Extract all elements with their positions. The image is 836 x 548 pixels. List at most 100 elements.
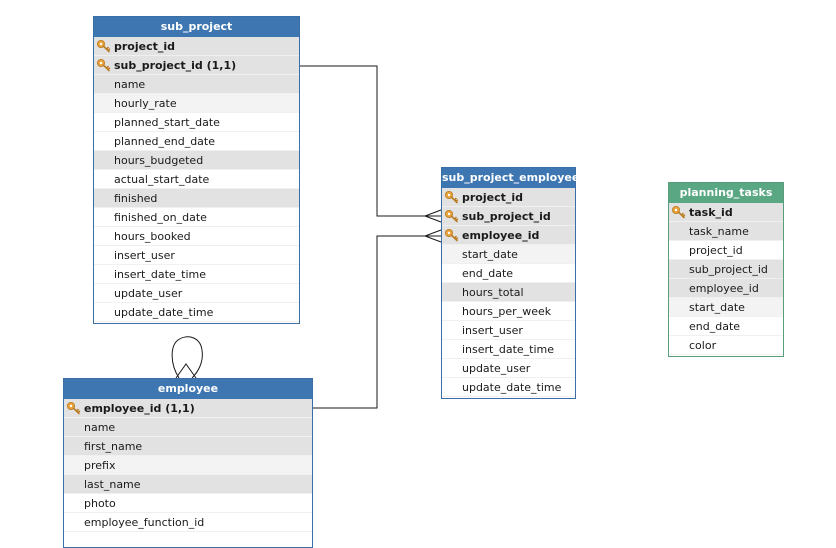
field-row[interactable]: sub_project_id (1,1)	[94, 56, 299, 75]
field-row[interactable]: last_name	[64, 475, 312, 494]
field-label: project_id	[689, 244, 743, 257]
field-label: prefix	[84, 459, 116, 472]
crows-foot-employee	[423, 229, 442, 243]
field-row[interactable]: update_date_time	[442, 378, 575, 397]
entity-planning-tasks[interactable]: planning_tasks task_id task_name project_i…	[668, 182, 784, 357]
field-row[interactable]: update_user	[442, 359, 575, 378]
field-row[interactable]: project_id	[669, 241, 783, 260]
field-label: name	[114, 78, 146, 91]
field-label: hours_per_week	[462, 305, 552, 318]
field-row[interactable]: name	[94, 75, 299, 94]
entity-header-planning-tasks[interactable]: planning_tasks	[669, 183, 783, 203]
field-row[interactable]: hours_budgeted	[94, 151, 299, 170]
field-row[interactable]: finished	[94, 189, 299, 208]
field-row[interactable]: hours_booked	[94, 227, 299, 246]
field-label: sub_project_id	[689, 263, 768, 276]
field-label: photo	[84, 497, 116, 510]
field-row[interactable]: task_name	[669, 222, 783, 241]
field-row[interactable]: end_date	[442, 264, 575, 283]
field-label: project_id	[462, 191, 524, 204]
field-row[interactable]: name	[64, 418, 312, 437]
entity-header-sub-project-employee[interactable]: sub_project_employee	[442, 168, 579, 188]
self-relationship-loop	[171, 336, 203, 379]
field-label: hours_booked	[114, 230, 191, 243]
field-label: hours_budgeted	[114, 154, 204, 167]
field-row[interactable]: insert_date_time	[442, 340, 575, 359]
field-label: first_name	[84, 440, 143, 453]
field-label: planned_start_date	[114, 116, 220, 129]
field-row[interactable]: insert_user	[94, 246, 299, 265]
field-row[interactable]: color	[669, 336, 783, 355]
field-row[interactable]: update_date_time	[94, 303, 299, 322]
entity-header-sub-project[interactable]: sub_project	[94, 17, 299, 37]
field-row[interactable]: planned_end_date	[94, 132, 299, 151]
field-label: project_id	[114, 40, 176, 53]
field-row[interactable]: project_id	[94, 37, 299, 56]
field-label: sub_project_id	[462, 210, 551, 223]
field-row[interactable]: start_date	[669, 298, 783, 317]
field-label: employee_id (1,1)	[84, 402, 195, 415]
field-row[interactable]: end_date	[669, 317, 783, 336]
relationship-line-employee	[313, 235, 441, 409]
field-label: task_id	[689, 206, 733, 219]
field-label: task_name	[689, 225, 749, 238]
key-icon	[96, 58, 112, 72]
key-icon	[444, 209, 460, 223]
field-label: insert_date_time	[114, 268, 207, 281]
field-label: insert_user	[114, 249, 175, 262]
field-label: update_date_time	[462, 381, 562, 394]
field-label: finished_on_date	[114, 211, 207, 224]
field-row[interactable]: insert_date_time	[94, 265, 299, 284]
field-row[interactable]: insert_user	[442, 321, 575, 340]
field-row[interactable]: hours_per_week	[442, 302, 575, 321]
field-row[interactable]: employee_id	[442, 226, 575, 245]
field-label: end_date	[462, 267, 514, 280]
field-row[interactable]: hourly_rate	[94, 94, 299, 113]
field-row[interactable]: employee_id (1,1)	[64, 399, 312, 418]
entity-header-employee[interactable]: employee	[64, 379, 312, 399]
field-label: employee_function_id	[84, 516, 205, 529]
crows-foot-sub-project	[423, 209, 442, 223]
field-row[interactable]: photo	[64, 494, 312, 513]
field-label: sub_project_id (1,1)	[114, 59, 237, 72]
field-label: end_date	[689, 320, 741, 333]
field-label: employee_id	[462, 229, 540, 242]
field-row[interactable]: planned_start_date	[94, 113, 299, 132]
field-label: start_date	[462, 248, 518, 261]
field-row[interactable]: finished_on_date	[94, 208, 299, 227]
relationship-line-sub-project	[300, 65, 441, 217]
field-row[interactable]: first_name	[64, 437, 312, 456]
field-row[interactable]: sub_project_id	[442, 207, 575, 226]
field-row[interactable]: task_id	[669, 203, 783, 222]
key-icon	[66, 401, 82, 415]
field-label: update_user	[462, 362, 531, 375]
key-icon	[444, 228, 460, 242]
field-row[interactable]: employee_function_id	[64, 513, 312, 532]
key-icon	[96, 39, 112, 53]
field-label: update_user	[114, 287, 183, 300]
field-label: last_name	[84, 478, 141, 491]
field-label: employee_id	[689, 282, 759, 295]
field-row[interactable]: sub_project_id	[669, 260, 783, 279]
key-icon	[671, 205, 687, 219]
field-label: insert_user	[462, 324, 523, 337]
field-label: color	[689, 339, 717, 352]
field-label: name	[84, 421, 116, 434]
entity-sub-project-employee[interactable]: sub_project_employee project_id sub_proje…	[441, 167, 579, 399]
field-row[interactable]: update_user	[94, 284, 299, 303]
field-label: start_date	[689, 301, 745, 314]
field-label: actual_start_date	[114, 173, 210, 186]
field-label: planned_end_date	[114, 135, 215, 148]
field-row[interactable]: employee_id	[669, 279, 783, 298]
key-icon	[444, 190, 460, 204]
entity-employee[interactable]: employee employee_id (1,1) name first_name…	[63, 378, 313, 548]
crows-foot-self	[175, 363, 197, 379]
field-row[interactable]: hours_total	[442, 283, 575, 302]
field-row[interactable]: actual_start_date	[94, 170, 299, 189]
field-row[interactable]: start_date	[442, 245, 575, 264]
entity-sub-project[interactable]: sub_project project_id sub_project_id (1,…	[93, 16, 300, 324]
field-row[interactable]: prefix	[64, 456, 312, 475]
field-label: hours_total	[462, 286, 524, 299]
field-label: finished	[114, 192, 158, 205]
field-row[interactable]: project_id	[442, 188, 575, 207]
